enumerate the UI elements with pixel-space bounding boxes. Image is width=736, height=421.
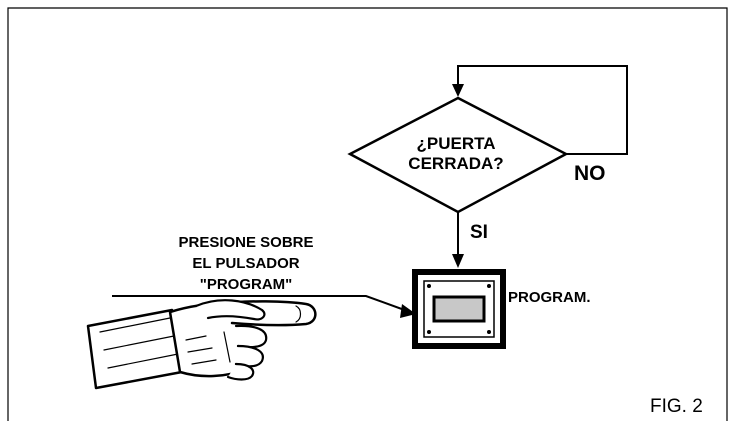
device-screw bbox=[487, 284, 491, 288]
si-arrowhead bbox=[452, 254, 464, 268]
loop-arrowhead bbox=[452, 84, 464, 97]
instruction-line3: "PROGRAM" bbox=[200, 276, 293, 293]
device-screw bbox=[427, 284, 431, 288]
instruction-line1: PRESIONE SOBRE bbox=[178, 234, 313, 251]
pointer-arrowhead bbox=[400, 304, 416, 318]
program-push-button bbox=[432, 295, 486, 323]
program-button-label: PROGRAM. bbox=[508, 289, 591, 306]
decision-text-line1: ¿PUERTA bbox=[416, 134, 495, 153]
no-label: NO bbox=[574, 162, 606, 185]
loop-connector-line bbox=[457, 65, 628, 155]
decision-text-line2: CERRADA? bbox=[408, 154, 503, 173]
program-button-device bbox=[412, 269, 506, 349]
pointing-hand-icon bbox=[86, 299, 317, 390]
instruction-line2: EL PULSADOR bbox=[192, 255, 299, 272]
si-label: SI bbox=[470, 222, 488, 243]
device-screw bbox=[427, 330, 431, 334]
device-screw bbox=[487, 330, 491, 334]
pointer-line bbox=[112, 295, 411, 313]
figure-label: FIG. 2 bbox=[650, 396, 703, 417]
figure-frame bbox=[7, 7, 728, 421]
